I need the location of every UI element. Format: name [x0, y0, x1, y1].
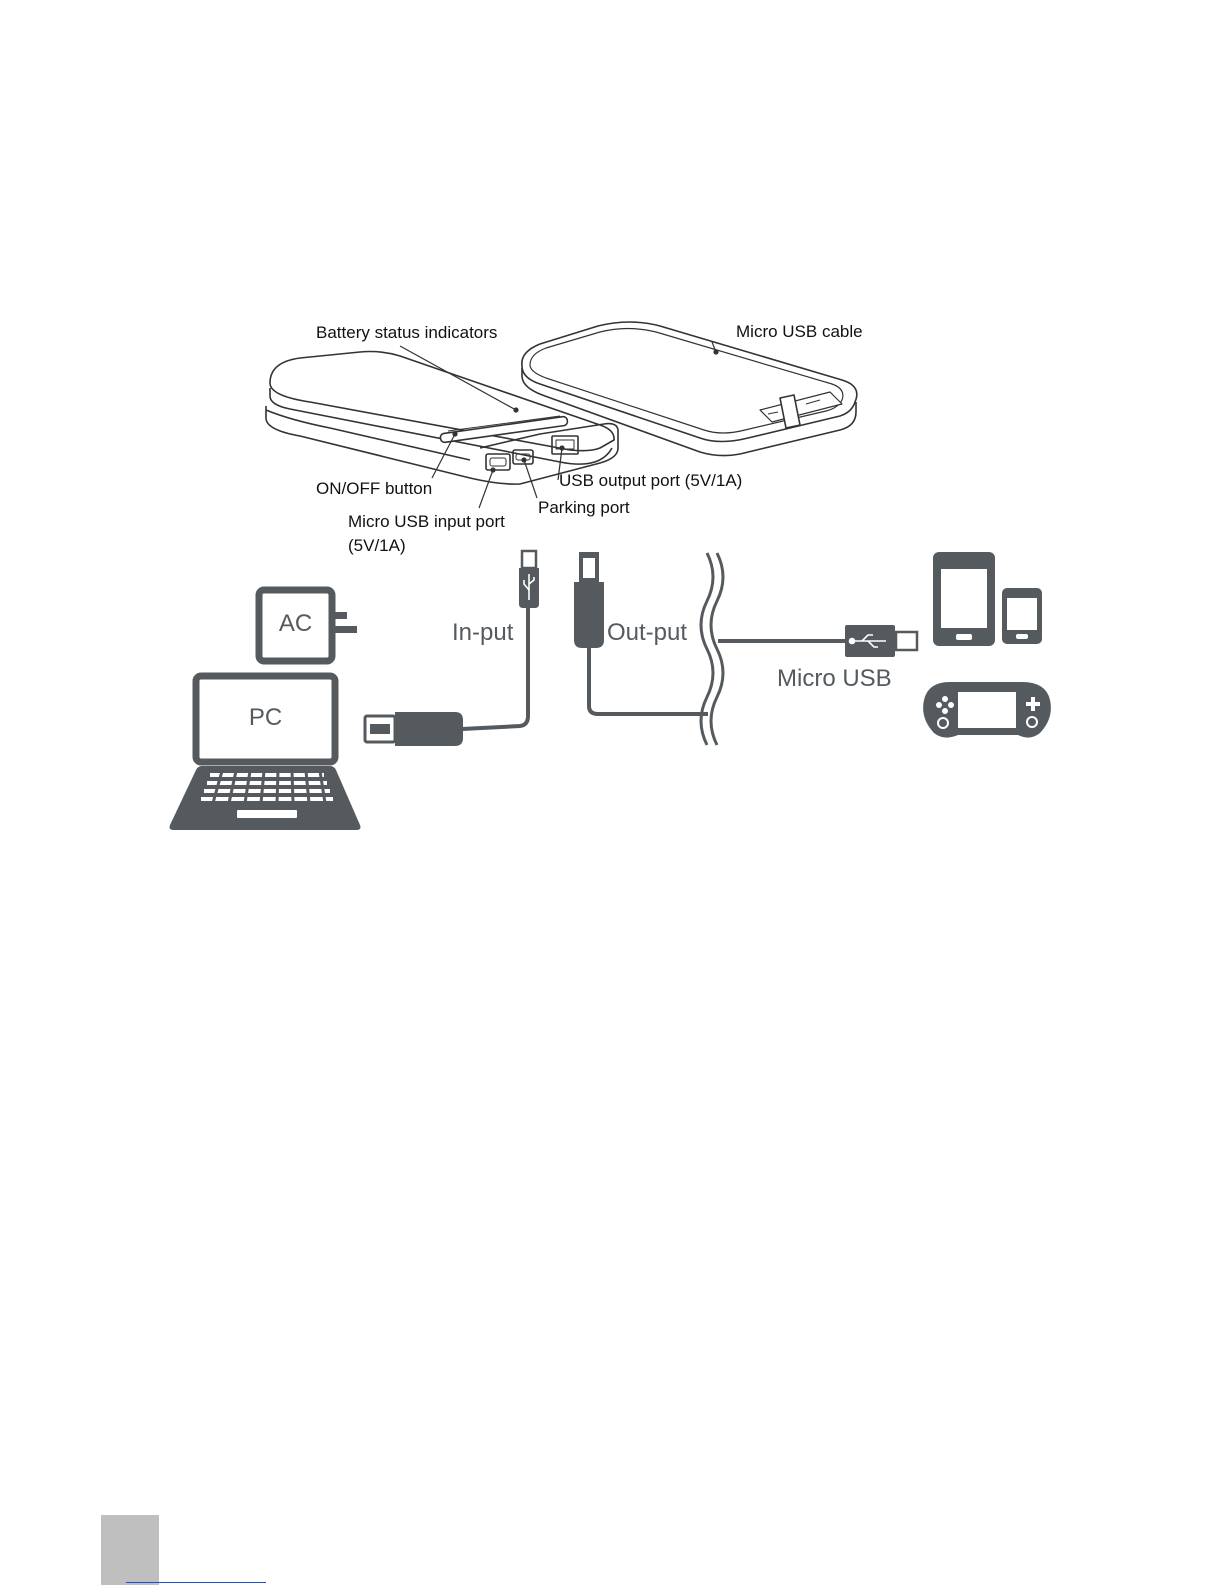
footer-link-underline[interactable]	[126, 1582, 266, 1583]
label-parking-port: Parking port	[538, 499, 630, 516]
usb-a-plug-icon	[574, 552, 604, 648]
label-input: In-put	[452, 621, 513, 645]
label-micro-usb: Micro USB	[777, 667, 892, 691]
micro-usb-plug-icon	[519, 551, 539, 608]
smartphone-icon	[1002, 588, 1042, 644]
label-usb-output-port: USB output port (5V/1A)	[559, 472, 742, 489]
label-micro-usb-cable: Micro USB cable	[736, 323, 863, 340]
label-on-off-button: ON/OFF button	[316, 480, 432, 497]
label-output: Out-put	[607, 621, 687, 645]
label-micro-usb-input-rating: (5V/1A)	[348, 537, 406, 554]
break-wall	[701, 553, 723, 745]
handheld-console-icon	[923, 682, 1051, 738]
usb-a-plug-icon	[365, 712, 463, 746]
label-ac: AC	[259, 612, 332, 636]
label-pc: PC	[196, 706, 335, 730]
tablet-icon	[933, 552, 995, 646]
label-battery-status-indicators: Battery status indicators	[316, 324, 497, 341]
micro-usb-plug-icon	[845, 625, 917, 657]
label-micro-usb-input-port: Micro USB input port	[348, 513, 505, 530]
laptop-icon	[170, 676, 361, 830]
page-number-tab	[101, 1515, 159, 1585]
